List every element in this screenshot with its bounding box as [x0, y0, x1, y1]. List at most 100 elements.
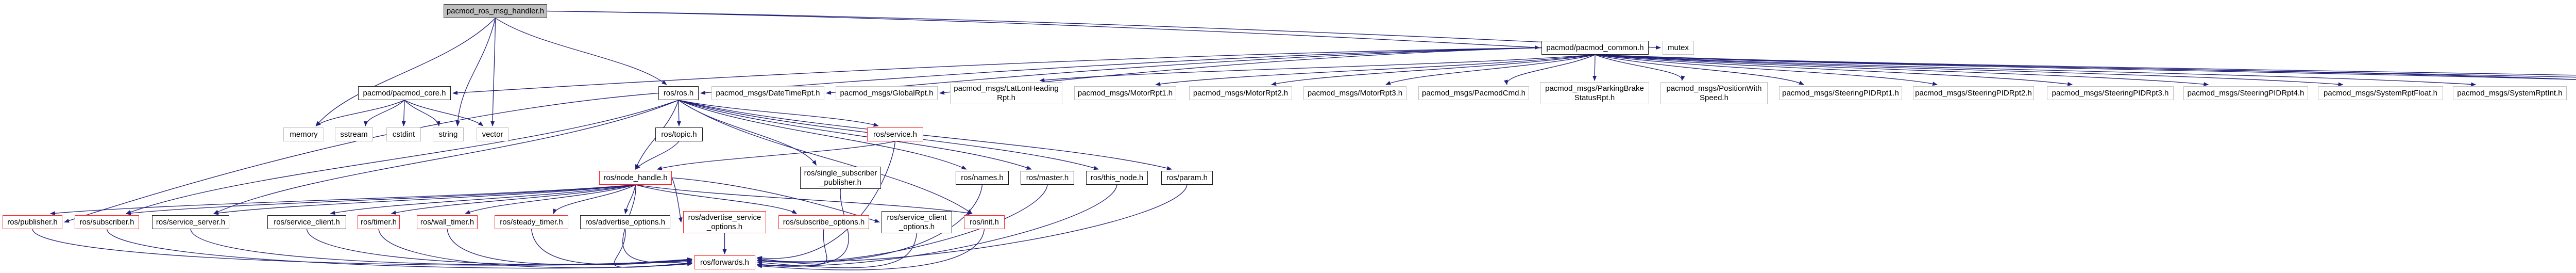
graph-node-ros[interactable]: ros/ros.h: [658, 86, 699, 100]
graph-node-topic[interactable]: ros/topic.h: [655, 127, 703, 141]
graph-node-spid1: pacmod_msgs/SteeringPIDRpt1.h: [1779, 86, 1902, 100]
include-edge-core-to-vector: [404, 100, 484, 126]
include-edge-core-to-sstream: [364, 100, 405, 126]
graph-node-spid3: pacmod_msgs/SteeringPIDRpt3.h: [2047, 86, 2174, 100]
include-edge-common-to-mr2: [1271, 54, 1596, 86]
graph-node-thisnode[interactable]: ros/this_node.h: [1086, 171, 1148, 185]
graph-node-mr3: pacmod_msgs/MotorRpt3.h: [1303, 86, 1406, 100]
include-edge-common-to-mr1: [1155, 54, 1596, 86]
graph-node-dtr: pacmod_msgs/DateTimeRpt.h: [711, 86, 824, 100]
include-edge-common-to-yrr: [1595, 54, 2576, 76]
graph-node-walltimer[interactable]: ros/wall_timer.h: [417, 215, 478, 229]
include-edge-root-to-ros: [495, 18, 667, 85]
graph-node-core[interactable]: pacmod/pacmod_core.h: [358, 86, 451, 100]
graph-node-srf: pacmod_msgs/SystemRptFloat.h: [2318, 86, 2443, 100]
include-edge-ros-to-service: [678, 100, 879, 127]
include-edge-thisnode-to-forwards: [757, 184, 1117, 267]
graph-node-advsvcopts[interactable]: ros/advertise_service _options.h: [683, 211, 766, 233]
graph-node-cstdint: cstdint: [386, 127, 421, 141]
include-edge-common-to-sri: [1595, 54, 2477, 87]
include-edge-core-to-memory: [315, 100, 405, 126]
include-edge-ros-to-param: [678, 100, 1172, 170]
graph-node-steadytimer[interactable]: ros/steady_timer.h: [495, 215, 568, 229]
graph-node-sri: pacmod_msgs/SystemRptInt.h: [2453, 86, 2567, 100]
graph-node-forwards[interactable]: ros/forwards.h: [694, 255, 755, 269]
include-edge-root-to-memory: [315, 18, 496, 126]
include-edge-common-to-pws: [1595, 54, 1685, 81]
include-edge-topic-to-nodehandle: [635, 141, 680, 170]
include-edge-steadytimer-to-forwards: [531, 229, 692, 265]
graph-node-subscriber[interactable]: ros/subscriber.h: [75, 215, 139, 229]
include-edge-common-to-llh: [1039, 54, 1596, 83]
graph-node-common[interactable]: pacmod/pacmod_common.h: [1541, 41, 1649, 55]
graph-node-mutex: mutex: [1663, 41, 1694, 55]
graph-node-publisher[interactable]: ros/publisher.h: [3, 215, 62, 229]
include-edge-nodehandle-to-publisher: [49, 184, 636, 216]
include-edge-root-to-vector: [490, 18, 496, 126]
include-edge-ros-to-names: [678, 100, 967, 170]
include-edge-ros-to-serviceserver: [213, 100, 679, 214]
include-edge-common-to-spid1: [1595, 54, 1804, 85]
graph-node-svccliopts[interactable]: ros/service_client _options.h: [882, 211, 952, 233]
include-edge-nodehandle-to-advsvcopts: [671, 178, 683, 223]
include-edge-ros-to-subscriber: [126, 100, 679, 214]
include-edge-subopts-to-forwards: [757, 229, 827, 265]
include-edge-common-to-spid2: [1595, 54, 1938, 86]
include-edge-svccliopts-to-forwards: [757, 233, 918, 268]
include-edge-nodehandle-to-init: [635, 184, 973, 215]
include-edge-root-to-mutex: [547, 10, 1661, 50]
graph-node-serviceserver[interactable]: ros/service_server.h: [152, 215, 229, 229]
include-edge-common-to-mr3: [1385, 54, 1596, 85]
include-edge-common-to-srf: [1595, 54, 2344, 87]
graph-node-pbs: pacmod_msgs/ParkingBrake StatusRpt.h: [1540, 82, 1649, 104]
graph-node-timer[interactable]: ros/timer.h: [358, 215, 400, 229]
graph-node-mr1: pacmod_msgs/MotorRpt1.h: [1074, 86, 1176, 100]
include-edge-timer-to-forwards: [378, 229, 692, 268]
include-edge-nodehandle-to-steadytimer: [553, 184, 636, 214]
include-edge-nodehandle-to-serviceserver: [213, 184, 636, 215]
graph-node-sstream: sstream: [335, 127, 373, 141]
include-edge-nodehandle-to-walltimer: [465, 184, 636, 214]
graph-node-master[interactable]: ros/master.h: [1021, 171, 1074, 185]
include-edge-core-to-cstdint: [401, 100, 406, 126]
include-edge-nodehandle-to-subscriber: [126, 184, 636, 216]
graph-node-service[interactable]: ros/service.h: [867, 127, 923, 141]
graph-node-sspub[interactable]: ros/single_subscriber _publisher.h: [800, 167, 881, 189]
graph-node-spid4: pacmod_msgs/SteeringPIDRpt4.h: [2183, 86, 2308, 100]
include-edge-nodehandle-to-serviceclient: [330, 184, 636, 215]
graph-node-nodehandle[interactable]: ros/node_handle.h: [599, 171, 672, 185]
graph-node-llh: pacmod_msgs/LatLonHeading Rpt.h: [950, 82, 1062, 104]
include-edge-init-to-forwards: [757, 229, 985, 270]
include-edge-root-to-string: [455, 18, 496, 126]
include-edge-common-to-core: [452, 47, 1542, 95]
graph-node-pws: pacmod_msgs/PositionWith Speed.h: [1660, 82, 1768, 104]
include-edge-param-to-forwards: [757, 184, 1188, 263]
include-edge-common-to-wsr: [1595, 54, 2576, 78]
graph-node-vector: vector: [477, 127, 509, 141]
include-edge-service-to-nodehandle: [656, 141, 895, 170]
include-edge-walltimer-to-forwards: [447, 229, 692, 265]
graph-node-names[interactable]: ros/names.h: [956, 171, 1009, 185]
graph-node-glb: pacmod_msgs/GlobalRpt.h: [836, 86, 938, 100]
graph-node-string: string: [433, 127, 464, 141]
graph-node-param[interactable]: ros/param.h: [1161, 171, 1213, 185]
include-edge-nodehandle-to-subopts: [635, 184, 798, 214]
include-edge-publisher-to-forwards: [32, 229, 692, 266]
graph-node-subopts[interactable]: ros/subscribe_options.h: [778, 215, 869, 229]
include-edge-ros-to-init: [678, 100, 973, 214]
graph-node-pcmd: pacmod_msgs/PacmodCmd.h: [1418, 86, 1529, 100]
include-edge-common-to-vin: [1595, 54, 2576, 80]
include-edge-nodehandle-to-advopts: [624, 184, 636, 214]
graph-node-advopts[interactable]: ros/advertise_options.h: [580, 215, 670, 229]
graph-node-init[interactable]: ros/init.h: [964, 215, 1005, 229]
include-edge-advopts-to-forwards: [614, 229, 692, 268]
graph-node-memory: memory: [283, 127, 324, 141]
graph-node-serviceclient[interactable]: ros/service_client.h: [267, 215, 346, 229]
include-edge-ros-to-publisher: [64, 92, 659, 223]
include-edge-common-to-spid3: [1595, 54, 2073, 86]
graph-node-mr2: pacmod_msgs/MotorRpt2.h: [1189, 86, 1292, 100]
graph-node-spid2: pacmod_msgs/SteeringPIDRpt2.h: [1913, 86, 2034, 100]
include-edge-root-to-common: [547, 10, 1540, 50]
